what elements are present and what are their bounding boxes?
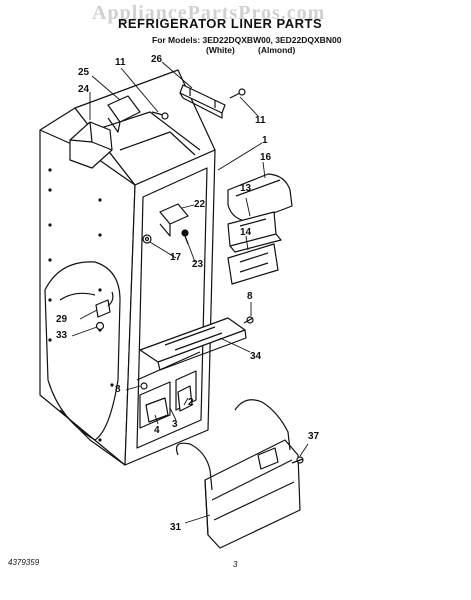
watermark: AppliancePartsPros.com bbox=[92, 2, 326, 24]
models-line: For Models: 3ED22DQXBW00, 3ED22DQXBN00 bbox=[152, 35, 342, 45]
screw-11-right bbox=[229, 88, 246, 99]
part-31-wire-left bbox=[175, 442, 213, 491]
page-title: REFRIGERATOR LINER PARTS bbox=[118, 16, 323, 31]
part-24-housing bbox=[69, 121, 113, 169]
color-white: (White) bbox=[206, 45, 235, 55]
part-2-clip bbox=[177, 385, 193, 412]
callout-26: 26 bbox=[151, 54, 163, 65]
screw-8-lower bbox=[140, 382, 148, 390]
screw-8-upper bbox=[243, 316, 254, 324]
callout-17: 17 bbox=[170, 252, 182, 263]
page-number: 3 bbox=[233, 560, 238, 569]
callout-11-left: 11 bbox=[115, 57, 126, 68]
part-29-sensor bbox=[95, 291, 114, 318]
part-26-shield bbox=[179, 84, 226, 119]
callout-8-lower: 8 bbox=[115, 384, 121, 395]
callout-37: 37 bbox=[308, 431, 320, 442]
part-25-bracket bbox=[107, 95, 141, 133]
part-17-plug bbox=[142, 234, 152, 244]
part-13-rail bbox=[227, 211, 282, 253]
callout-4: 4 bbox=[154, 425, 160, 436]
callout-25: 25 bbox=[78, 67, 90, 78]
callout-33: 33 bbox=[56, 330, 68, 341]
color-almond: (Almond) bbox=[258, 45, 296, 55]
callout-14: 14 bbox=[240, 227, 252, 238]
callout-22: 22 bbox=[194, 199, 206, 210]
screw-11-left bbox=[151, 111, 169, 120]
callout-29: 29 bbox=[56, 314, 68, 325]
callout-3: 3 bbox=[172, 419, 178, 430]
part-4-block bbox=[145, 397, 169, 423]
callout-13: 13 bbox=[240, 183, 252, 194]
part-31-cover bbox=[204, 439, 301, 549]
part-22-bracket bbox=[159, 203, 189, 237]
part-34-support bbox=[139, 317, 247, 371]
callout-31: 31 bbox=[170, 522, 182, 533]
callout-11-right: 11 bbox=[255, 115, 266, 126]
part-16-rail bbox=[227, 173, 293, 223]
leader-lines bbox=[71, 61, 309, 524]
liner-body bbox=[39, 69, 216, 466]
part-14-rail bbox=[227, 243, 279, 285]
screw-37 bbox=[291, 456, 304, 464]
callout-34: 34 bbox=[250, 351, 262, 362]
callout-8-upper: 8 bbox=[247, 291, 253, 302]
part-23-screw bbox=[181, 229, 189, 245]
callout-16: 16 bbox=[260, 152, 272, 163]
document-number: 4379359 bbox=[8, 558, 40, 567]
callout-1: 1 bbox=[262, 135, 268, 146]
callout-2: 2 bbox=[188, 397, 194, 408]
callout-23: 23 bbox=[192, 259, 204, 270]
part-33-clip bbox=[95, 321, 105, 331]
part-31-wire-right bbox=[234, 399, 291, 451]
callout-24: 24 bbox=[78, 84, 90, 95]
